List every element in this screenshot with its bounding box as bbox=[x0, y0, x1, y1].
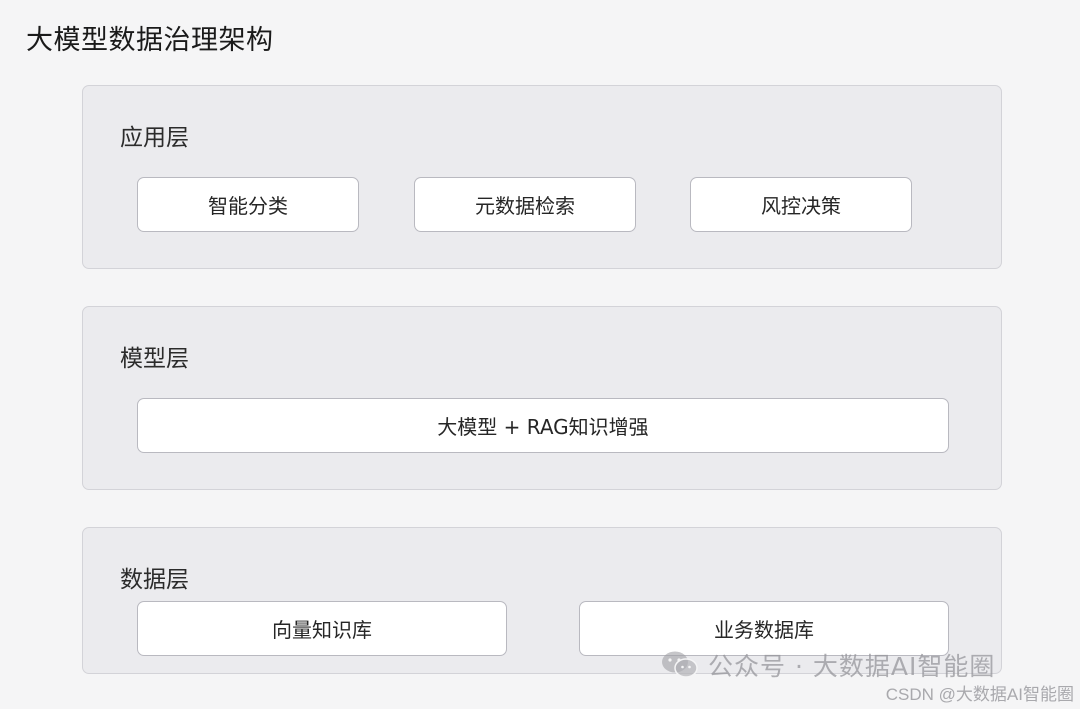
layer-title-model: 模型层 bbox=[120, 346, 189, 372]
layer-title-data: 数据层 bbox=[120, 567, 189, 593]
node-risk-decision: 风控决策 bbox=[690, 177, 912, 232]
layer-data: 数据层 向量知识库 业务数据库 bbox=[82, 527, 1002, 674]
credit-text: CSDN @大数据AI智能圈 bbox=[885, 685, 1074, 704]
node-business-database: 业务数据库 bbox=[579, 601, 949, 656]
wechat-icon bbox=[662, 651, 698, 678]
layer-title-application: 应用层 bbox=[120, 125, 189, 151]
node-intelligent-classification: 智能分类 bbox=[137, 177, 359, 232]
watermark-text: 公众号 · 大数据AI智能圈 bbox=[708, 652, 996, 681]
layer-model: 模型层 大模型 + RAG知识增强 bbox=[82, 306, 1002, 490]
node-llm-rag: 大模型 + RAG知识增强 bbox=[137, 398, 949, 453]
page-title: 大模型数据治理架构 bbox=[26, 25, 274, 56]
layer-application: 应用层 智能分类 元数据检索 风控决策 bbox=[82, 85, 1002, 269]
node-vector-knowledge-base: 向量知识库 bbox=[137, 601, 507, 656]
watermark: 公众号 · 大数据AI智能圈 bbox=[660, 647, 995, 683]
node-metadata-search: 元数据检索 bbox=[414, 177, 636, 232]
